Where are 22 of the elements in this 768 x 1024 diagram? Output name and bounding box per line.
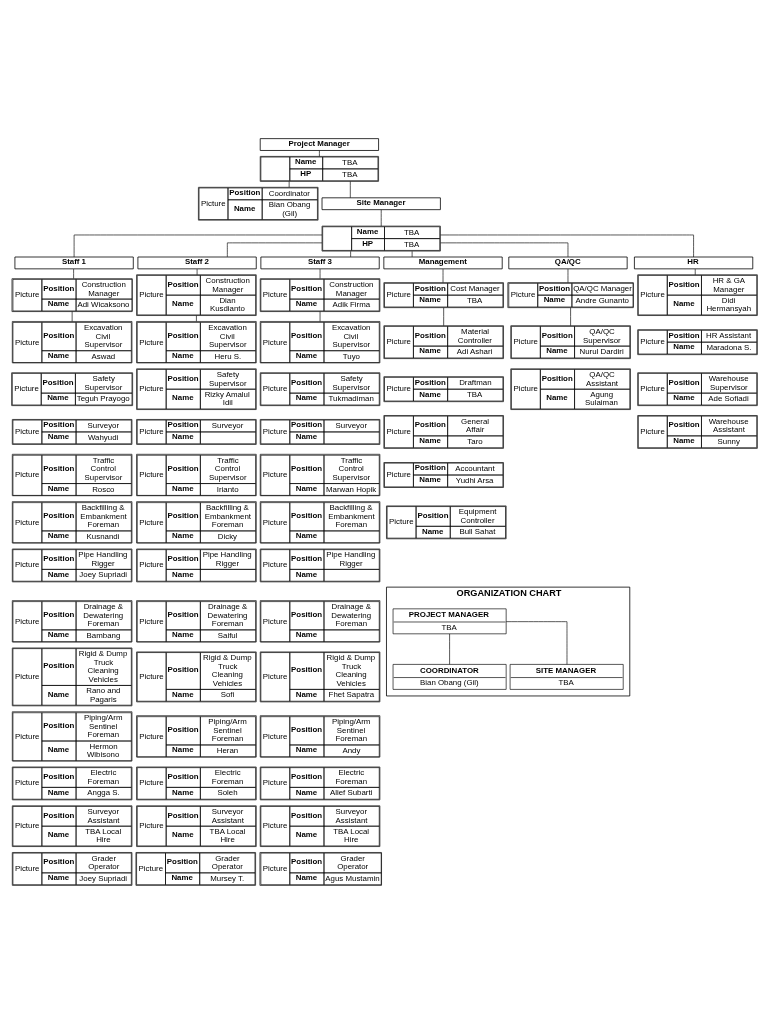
connector — [349, 251, 351, 258]
connector — [411, 251, 412, 258]
connector — [505, 621, 567, 665]
connector — [288, 181, 289, 188]
connector — [569, 307, 571, 326]
connector — [226, 242, 322, 258]
connector — [380, 209, 382, 227]
connector — [448, 633, 450, 665]
connector — [319, 311, 320, 322]
connector — [442, 307, 444, 326]
connector — [567, 268, 568, 283]
connector — [195, 315, 197, 322]
connector — [318, 150, 320, 157]
connector — [442, 268, 443, 283]
connector — [694, 268, 696, 276]
connector — [439, 242, 568, 258]
connector — [439, 234, 694, 258]
connector — [72, 268, 74, 279]
connector — [196, 268, 197, 276]
connector — [71, 311, 72, 322]
connector — [349, 181, 351, 199]
connector — [73, 234, 322, 258]
